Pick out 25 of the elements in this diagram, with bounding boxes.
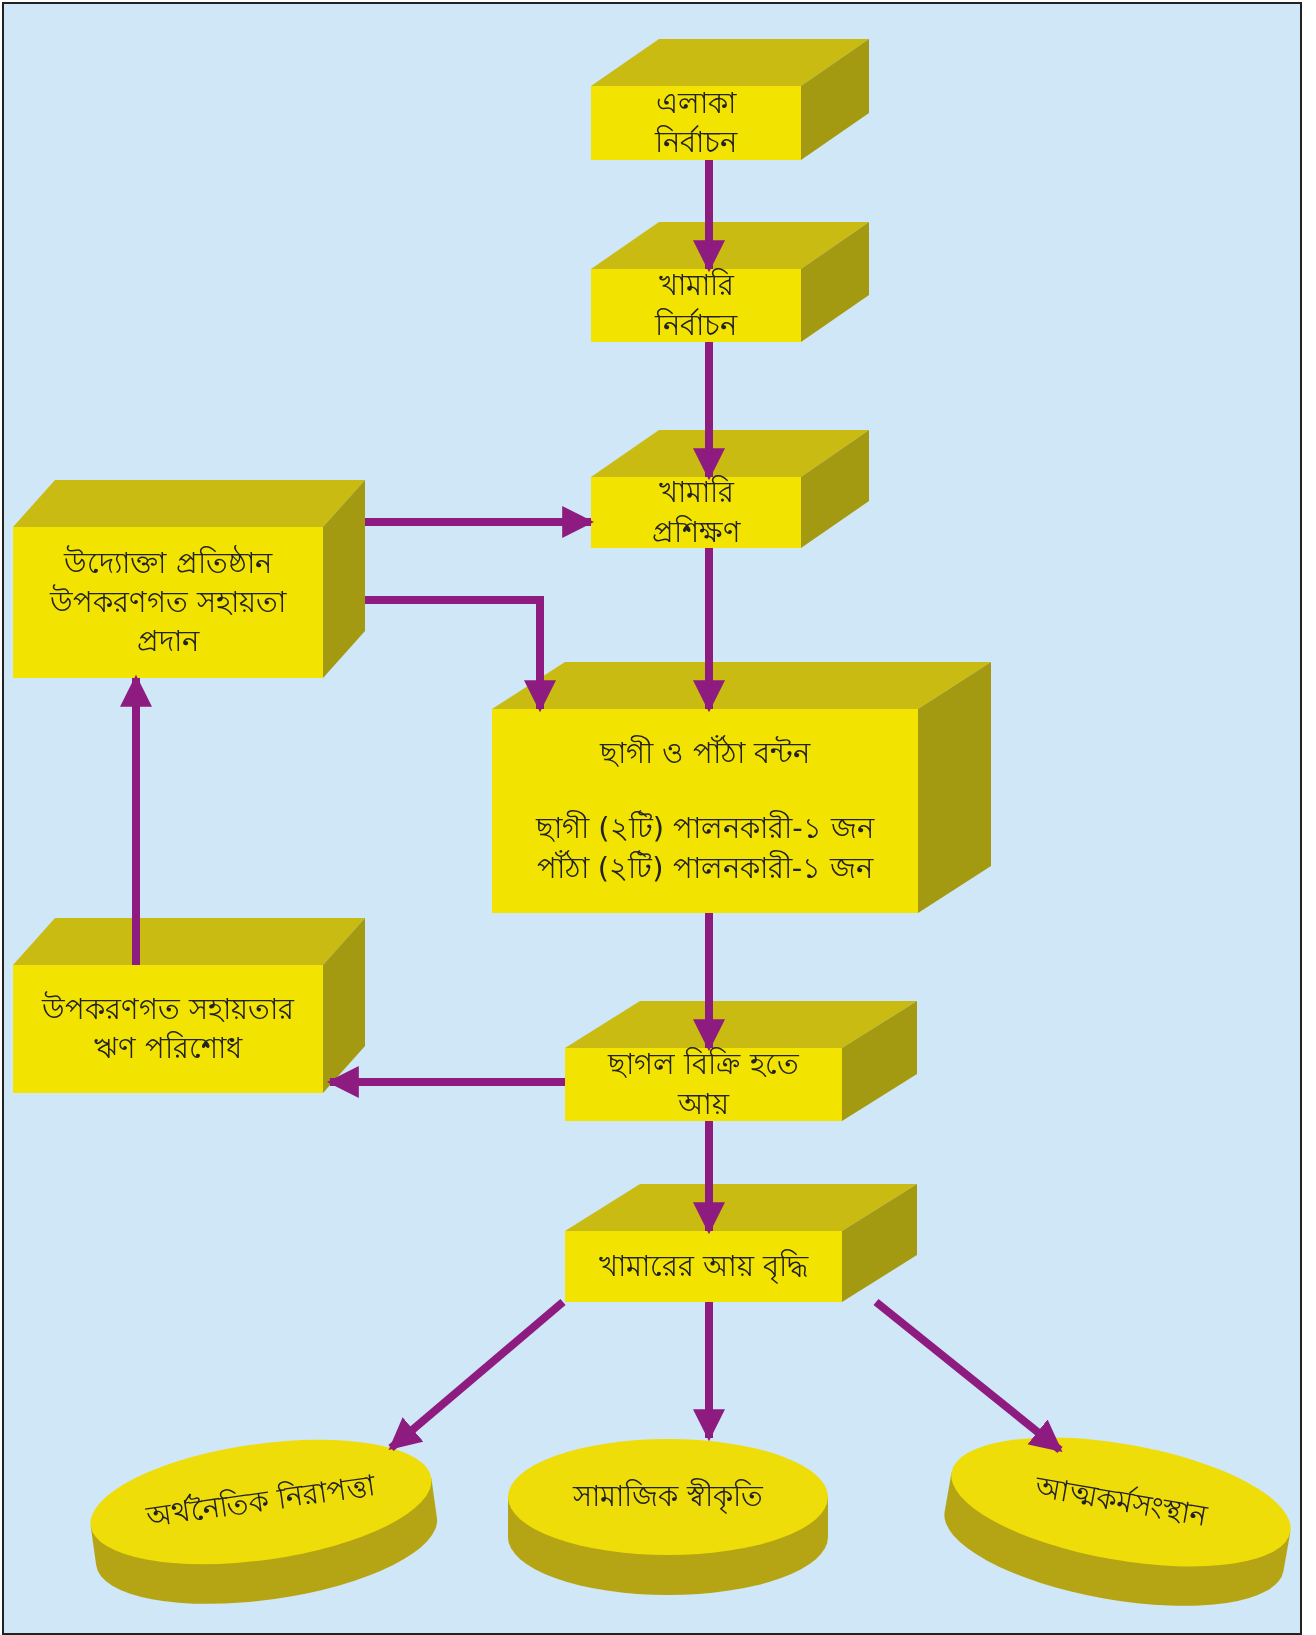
step-detail: ছাগী (২টি) পালনকারী-১ জন bbox=[536, 809, 874, 848]
step-label: ছাগল বিক্রি হতে আয় bbox=[606, 1046, 800, 1123]
arrow bbox=[693, 548, 725, 713]
step-label: অর্থনৈতিক নিরাপত্তা bbox=[144, 1467, 378, 1537]
arrow bbox=[326, 1066, 565, 1098]
step-label: আত্মকর্মসংস্থান bbox=[1032, 1468, 1210, 1536]
step-label: সামাজিক স্বীকৃতি bbox=[572, 1477, 764, 1516]
arrow bbox=[693, 1121, 725, 1235]
step-label: উদ্যোক্তা প্রতিষ্ঠান উপকরণগত সহায়তা প্রদান bbox=[48, 544, 288, 661]
arrow bbox=[388, 1298, 566, 1452]
arrow bbox=[693, 160, 725, 273]
step-label: খামারি প্রশিক্ষণ bbox=[650, 474, 742, 551]
step-label: এলাকা নির্বাচন bbox=[653, 84, 739, 161]
arrow bbox=[693, 913, 725, 1052]
arrow bbox=[365, 596, 556, 713]
arrow bbox=[120, 674, 152, 965]
arrow bbox=[873, 1298, 1063, 1454]
step-detail: পাঁঠা (২টি) পালনকারী-১ জন bbox=[536, 849, 874, 887]
step-label: খামারি নির্বাচন bbox=[653, 267, 739, 344]
arrow bbox=[693, 1302, 725, 1442]
step-label: ছাগী ও পাঁঠা বন্টন bbox=[600, 734, 810, 773]
arrow bbox=[693, 342, 725, 481]
arrow bbox=[365, 506, 595, 538]
step-label: খামারের আয় বৃদ্ধি bbox=[598, 1247, 809, 1286]
step-label: উপকরণগত সহায়তার ঋণ পরিশোধ bbox=[41, 990, 295, 1067]
